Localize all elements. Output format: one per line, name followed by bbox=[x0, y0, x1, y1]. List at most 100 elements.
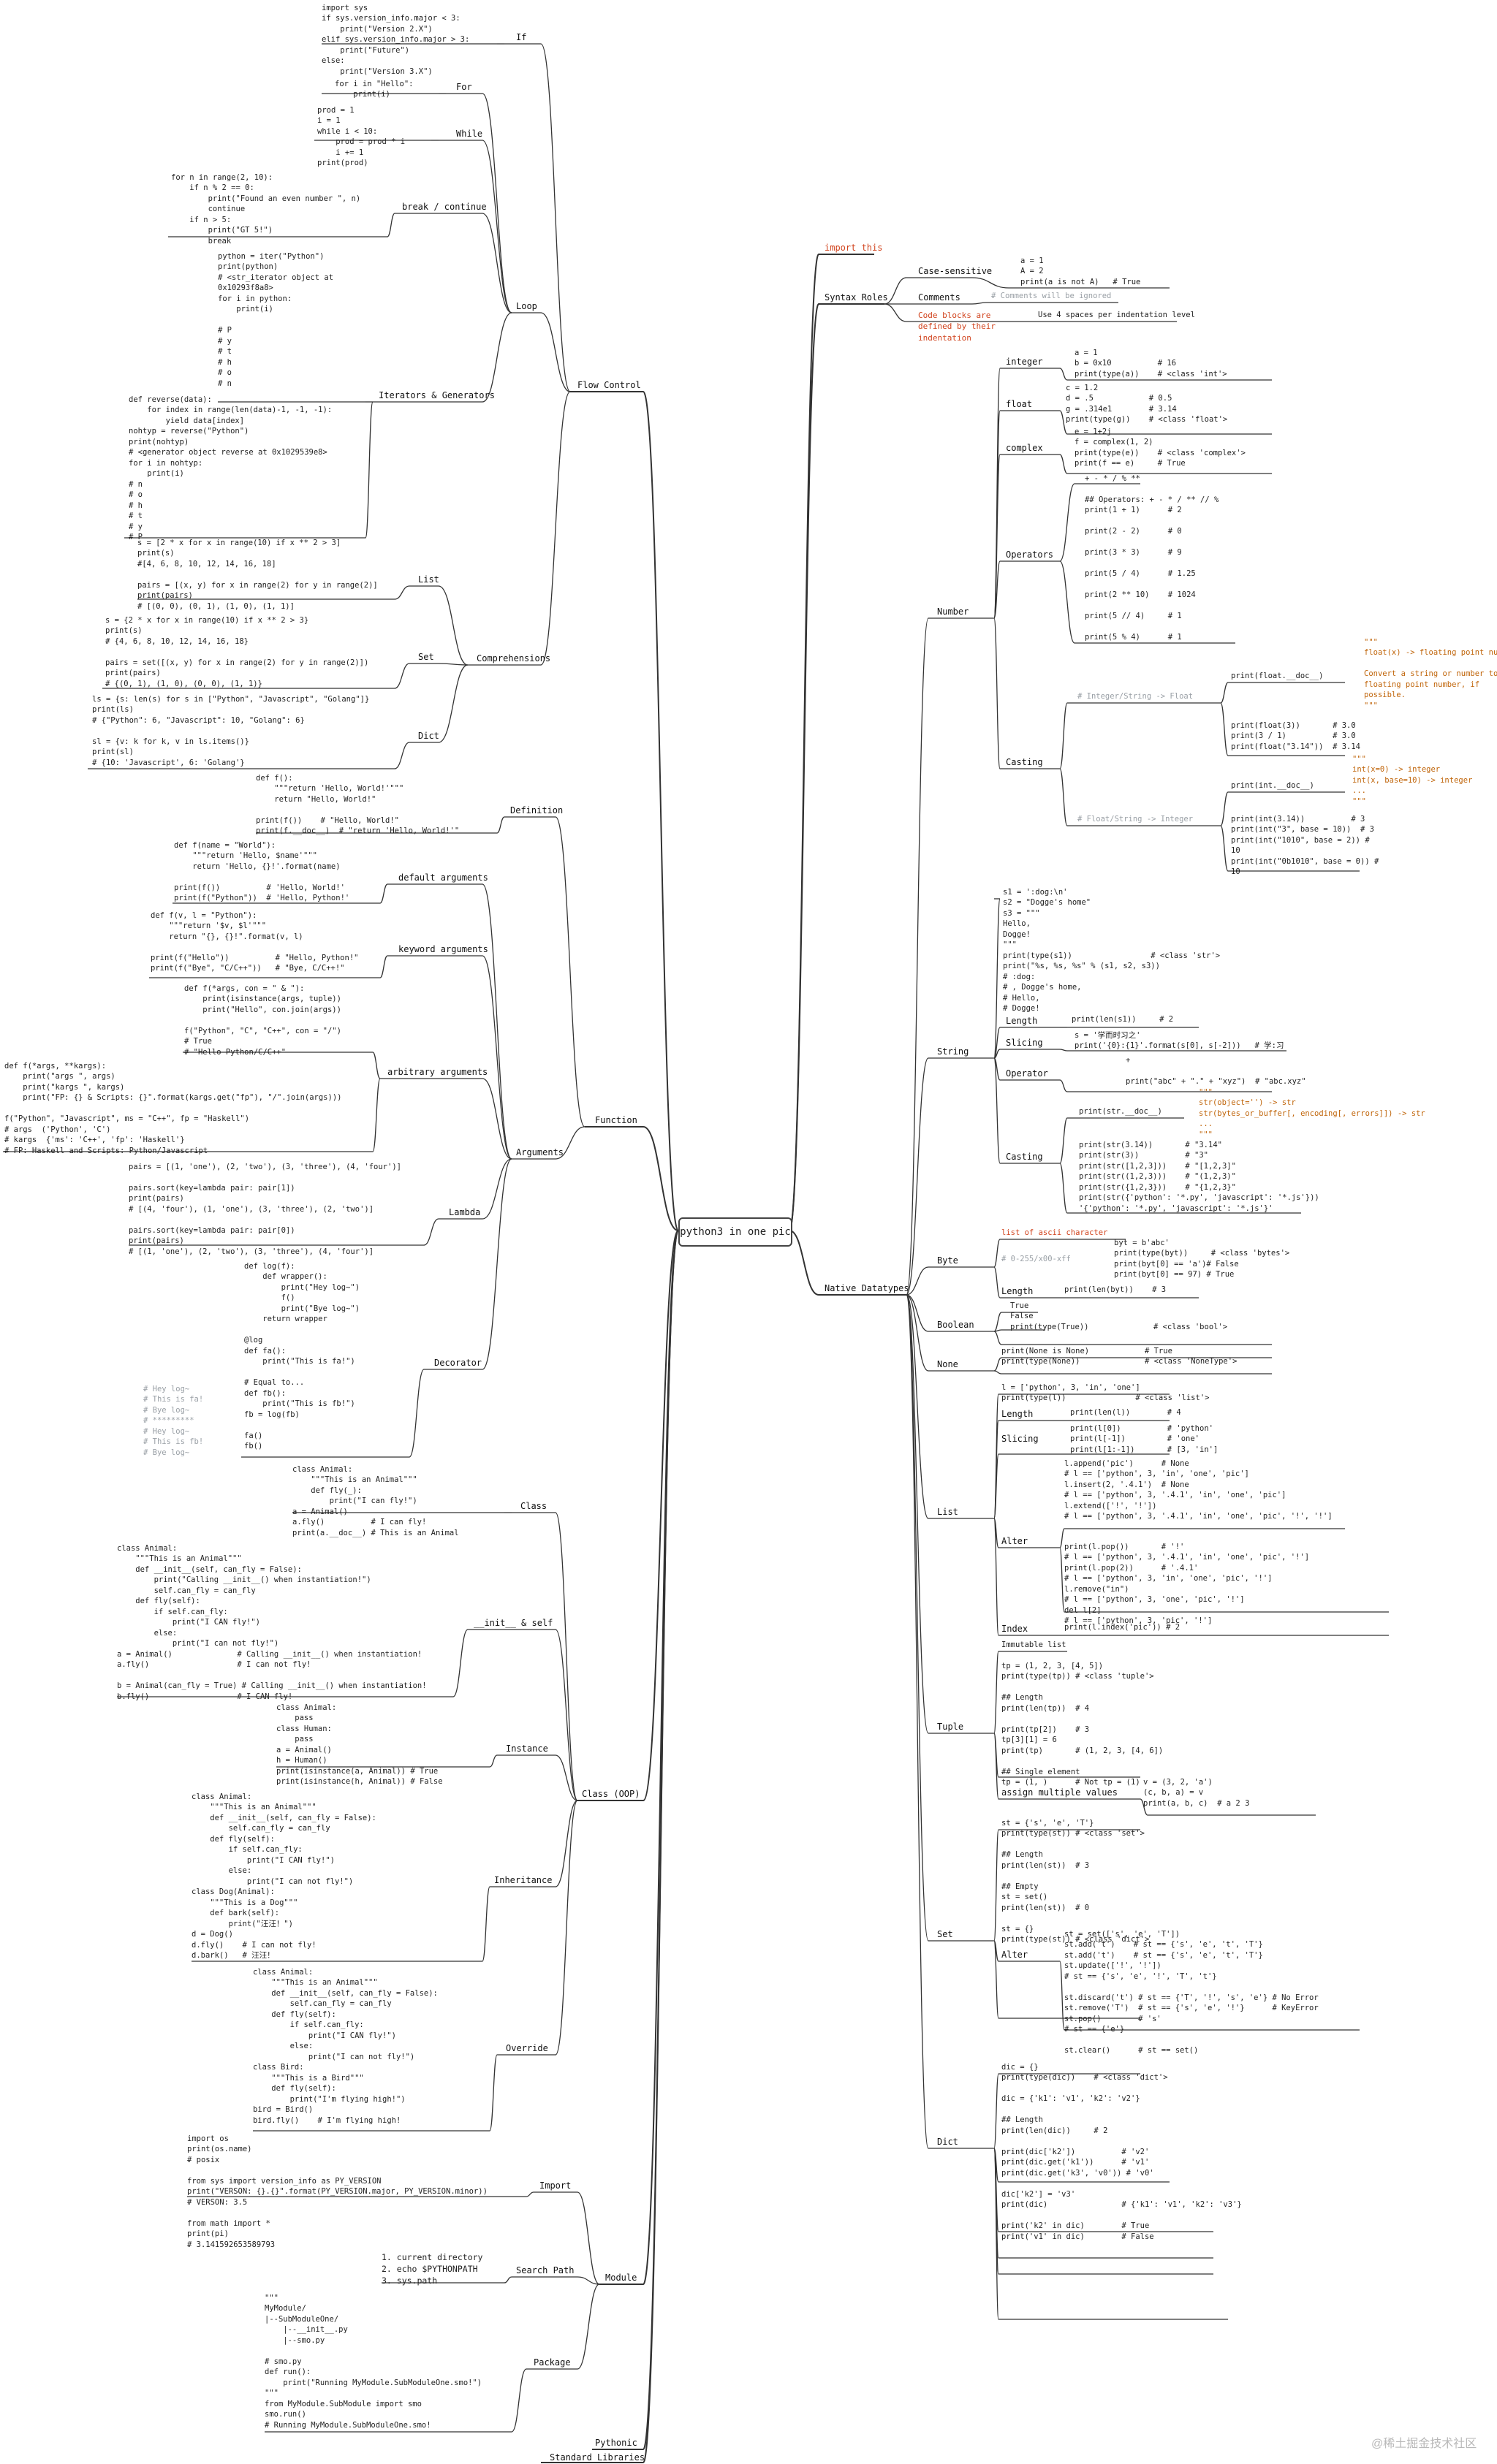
connector-line bbox=[993, 1312, 1002, 1332]
topic-init-self[interactable]: __init__ & self bbox=[474, 1618, 553, 1628]
topic-byte[interactable]: Byte bbox=[937, 1255, 958, 1266]
topic-list[interactable]: List bbox=[937, 1507, 958, 1517]
topic-assign-multi[interactable]: assign multiple values bbox=[1001, 1787, 1118, 1798]
code-inheritance: class Animal: """This is an Animal""" de… bbox=[192, 1792, 376, 1961]
connector-line bbox=[906, 1294, 929, 2149]
connector-line bbox=[993, 1027, 1001, 1059]
topic-casting[interactable]: Casting bbox=[1006, 757, 1043, 767]
connector-line bbox=[1059, 1528, 1065, 1548]
topic-decorator[interactable]: Decorator bbox=[434, 1358, 482, 1368]
connector-line bbox=[372, 1052, 381, 1079]
connector-line bbox=[884, 303, 907, 322]
topic-set[interactable]: Set bbox=[937, 1929, 953, 1939]
connector-line bbox=[1220, 825, 1229, 872]
code-byte-hdr: list of ascii character bbox=[1001, 1228, 1108, 1237]
connector-line bbox=[1220, 682, 1229, 704]
topic-for[interactable]: For bbox=[456, 82, 472, 92]
code-s-operator: + print("abc" + "." + "xyz") # "abc.xyz" bbox=[1126, 1056, 1306, 1086]
root-node[interactable]: python3 in one pic bbox=[678, 1217, 792, 1247]
connector-line bbox=[993, 2073, 999, 2149]
topic-index[interactable]: Index bbox=[1001, 1624, 1028, 1634]
topic-s-operator[interactable]: Operator bbox=[1006, 1068, 1048, 1079]
code-if: import sys if sys.version_info.major < 3… bbox=[322, 4, 470, 76]
topic-arguments[interactable]: Arguments bbox=[516, 1147, 564, 1157]
topic-definition[interactable]: Definition bbox=[510, 805, 564, 815]
topic-arbitrary-args[interactable]: arbitrary arguments bbox=[387, 1067, 488, 1077]
topic-complex[interactable]: complex bbox=[1006, 443, 1043, 453]
topic-iterators[interactable]: Iterators & Generators bbox=[379, 390, 495, 400]
topic-alter[interactable]: Alter bbox=[1001, 1536, 1028, 1546]
topic-l-slicing[interactable]: Slicing bbox=[1001, 1434, 1039, 1444]
topic-inheritance[interactable]: Inheritance bbox=[494, 1875, 553, 1885]
topic-dict[interactable]: Dict bbox=[937, 2137, 958, 2147]
topic-flow-control[interactable]: Flow Control bbox=[577, 380, 641, 390]
connector-line bbox=[394, 585, 410, 600]
connector-line bbox=[379, 883, 388, 904]
topic-comprehensions[interactable]: Comprehensions bbox=[477, 653, 551, 663]
topic-case-sensitive[interactable]: Case-sensitive bbox=[918, 266, 993, 276]
topic-float[interactable]: float bbox=[1006, 399, 1033, 409]
topic-search-path[interactable]: Search Path bbox=[516, 2265, 575, 2275]
topic-default-args[interactable]: default arguments bbox=[398, 872, 488, 883]
topic-none[interactable]: None bbox=[937, 1359, 958, 1369]
connector-line bbox=[438, 664, 469, 743]
connector-line bbox=[993, 560, 1001, 619]
connector-line bbox=[1059, 1117, 1068, 1164]
topic-set-alter[interactable]: Alter bbox=[1001, 1950, 1028, 1960]
topic-class-oop[interactable]: Class (OOP) bbox=[582, 1789, 640, 1799]
topic-break-continue[interactable]: break / continue bbox=[402, 202, 487, 212]
topic-set-comp[interactable]: Set bbox=[418, 652, 434, 662]
topic-dict-comp[interactable]: Dict bbox=[418, 731, 439, 741]
topic-tuple[interactable]: Tuple bbox=[937, 1722, 964, 1732]
connector-line bbox=[993, 1331, 1002, 1345]
topic-class[interactable]: Class bbox=[520, 1501, 547, 1511]
code-keyword-args: def f(v, l = "Python"): """return '$v, $… bbox=[151, 911, 359, 973]
topic-override[interactable]: Override bbox=[506, 2043, 548, 2053]
topic-native-datatypes[interactable]: Native Datatypes bbox=[825, 1283, 909, 1293]
topic-if[interactable]: If bbox=[516, 32, 527, 42]
connector-line bbox=[1220, 702, 1229, 756]
topic-s-length[interactable]: Length bbox=[1006, 1016, 1038, 1026]
topic-s-casting[interactable]: Casting bbox=[1006, 1152, 1043, 1162]
topic-loop[interactable]: Loop bbox=[516, 301, 537, 311]
topic-boolean[interactable]: Boolean bbox=[937, 1320, 974, 1330]
connector-line bbox=[993, 1239, 1001, 1268]
code-byte: byt = b'abc' print(type(byt)) # <class '… bbox=[1114, 1239, 1290, 1279]
connector-line bbox=[555, 1800, 578, 2056]
topic-import[interactable]: Import bbox=[539, 2180, 572, 2191]
topic-number[interactable]: Number bbox=[937, 607, 969, 617]
connector-line bbox=[482, 883, 512, 1160]
topic-function[interactable]: Function bbox=[595, 1115, 637, 1125]
topic-integer[interactable]: integer bbox=[1006, 357, 1043, 367]
connector-line bbox=[906, 1294, 929, 1734]
topic-while[interactable]: While bbox=[456, 129, 483, 139]
topic-module[interactable]: Module bbox=[605, 2273, 637, 2283]
topic-comments[interactable]: Comments bbox=[918, 292, 960, 303]
connector-line bbox=[372, 1078, 381, 1152]
connector-line bbox=[511, 2368, 527, 2433]
connector-line bbox=[482, 955, 512, 1160]
topic-package[interactable]: Package bbox=[534, 2357, 571, 2368]
topic-keyword-args[interactable]: keyword arguments bbox=[398, 944, 488, 954]
topic-stdlib[interactable]: Standard Libraries bbox=[550, 2452, 645, 2463]
code-cast-float: print(float.__doc__) bbox=[1231, 672, 1324, 680]
code-dict-comp: ls = {s: len(s) for s in ["Python", "Jav… bbox=[92, 695, 370, 767]
connector-line bbox=[489, 2054, 498, 2132]
connector-line bbox=[643, 1230, 679, 1801]
topic-b-length[interactable]: Length bbox=[1001, 1286, 1034, 1296]
topic-code-blocks[interactable]: Code blocks are defined by their indenta… bbox=[918, 311, 996, 343]
topic-list-comp[interactable]: List bbox=[418, 574, 439, 585]
topic-s-slicing[interactable]: Slicing bbox=[1006, 1038, 1043, 1048]
topic-pythonic[interactable]: Pythonic bbox=[595, 2438, 637, 2448]
topic-l-length[interactable]: Length bbox=[1001, 1409, 1034, 1419]
code-cast-int-hdr: # Float/String -> Integer bbox=[1077, 815, 1194, 824]
topic-lambda[interactable]: Lambda bbox=[449, 1207, 481, 1217]
topic-instance[interactable]: Instance bbox=[506, 1744, 548, 1754]
code-search-path: 1. current directory 2. echo $PYTHONPATH… bbox=[382, 2252, 483, 2286]
topic-operators[interactable]: Operators bbox=[1006, 550, 1054, 560]
connector-line bbox=[438, 585, 469, 666]
topic-syntax-roles[interactable]: Syntax Roles bbox=[825, 292, 888, 303]
connector-line bbox=[577, 2276, 600, 2285]
topic-import-this[interactable]: import this bbox=[825, 243, 883, 253]
topic-string[interactable]: String bbox=[937, 1046, 969, 1057]
